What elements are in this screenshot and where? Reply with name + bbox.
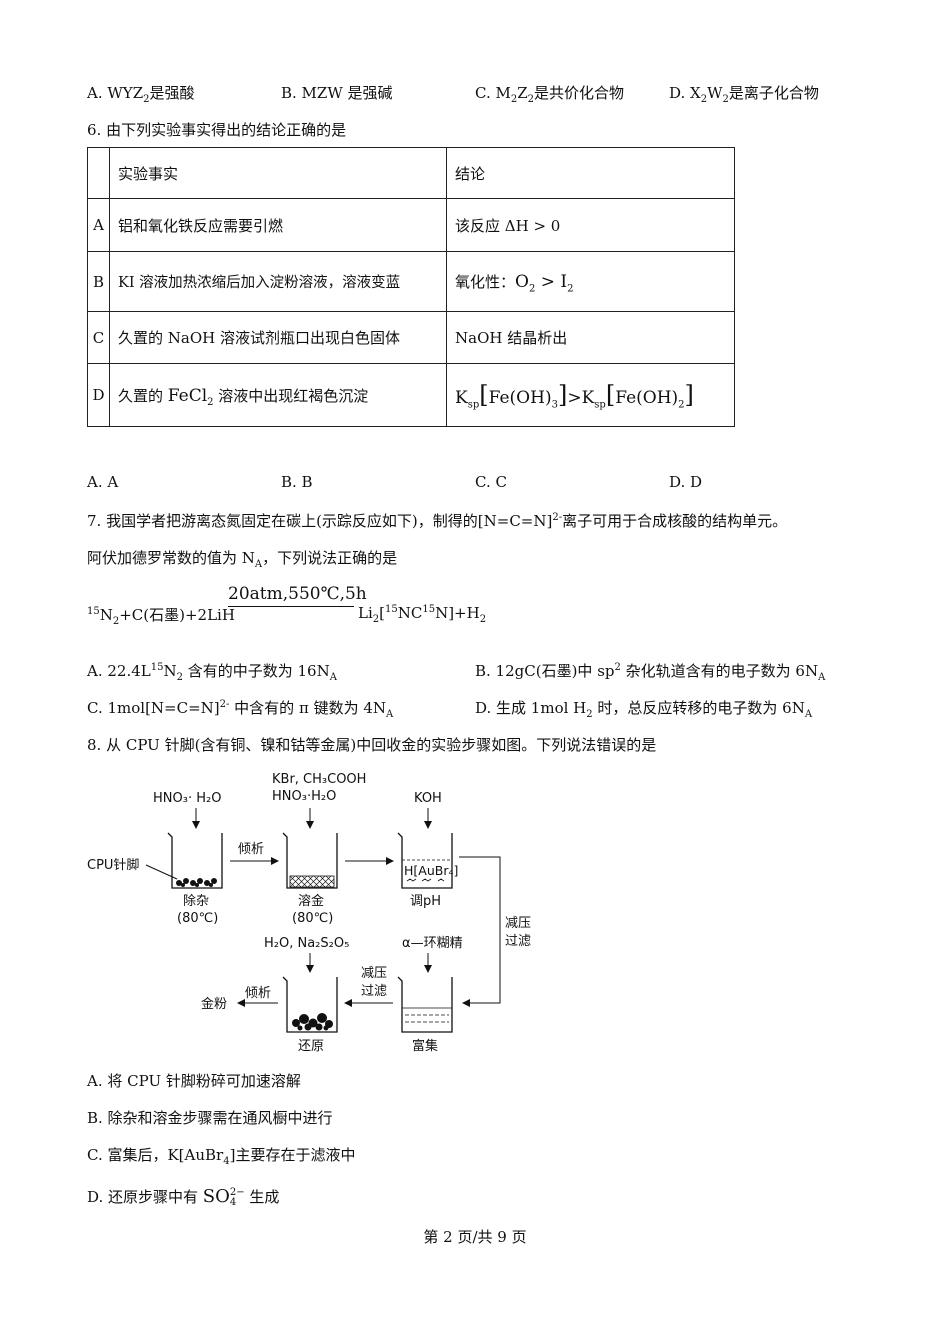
q7-option-d: D. 生成 1mol H2 时，总反应转移的电子数为 6NA [475, 699, 813, 720]
reagent-2b-label: HNO₃·H₂O [272, 789, 336, 804]
q7-option-c: C. 1mol[N=C=N]2- 中含有的 π 键数为 4NA [87, 699, 394, 720]
gold-powder-label: 金粉 [201, 996, 227, 1012]
equation-left: 15N2+C(石墨)+2LiH [87, 606, 235, 627]
row-conclusion: Ksp[Fe(OH)3]>Ksp[Fe(OH)2] [446, 363, 735, 427]
page-footer: 第 2 页/共 9 页 [423, 1228, 527, 1246]
row-fact: 久置的 NaOH 溶液试剂瓶口出现白色固体 [109, 311, 447, 364]
beaker-4 [282, 976, 338, 1033]
q7-option-b: B. 12gC(石墨)中 sp2 杂化轨道含有的电子数为 6NA [475, 662, 826, 683]
vacuum-filter-1b: 过滤 [505, 934, 531, 949]
decant-2-label: 倾析 [245, 986, 271, 1001]
q6-stem: 6. 由下列实验事实得出的结论正确的是 [87, 121, 347, 139]
gold-recovery-flow-diagram: HNO₃· H₂O KBr, CH₃COOH HNO₃·H₂O KOH CPU针… [87, 772, 531, 1054]
q6-option-c: C. C [475, 473, 507, 491]
q5-option-a: A. WYZ2是强酸 [87, 84, 195, 105]
row-label: A [87, 198, 110, 252]
cpu-label: CPU针脚 [87, 857, 139, 873]
cpu-pins [176, 878, 217, 887]
reagent-1-label: HNO₃· H₂O [153, 791, 221, 806]
q7-stem-line2: 阿伏加德罗常数的值为 NA，下列说法正确的是 [87, 549, 398, 570]
step-5-label: 富集 [412, 1038, 438, 1054]
q6-table: 实验事实 结论 A 铝和氧化铁反应需要引燃 该反应 ΔH > 0 B KI 溶液… [87, 147, 735, 427]
reagent-3-label: KOH [414, 791, 442, 806]
reagent-4-label: H₂O, Na₂S₂O₅ [264, 936, 349, 951]
vacuum-filter-2b: 过滤 [361, 984, 387, 999]
reagent-5-label: α—环糊精 [402, 935, 463, 951]
table-header-conclusion: 结论 [446, 147, 735, 199]
step-2-label: 溶金 [298, 893, 324, 909]
beaker-3 [397, 832, 453, 889]
reagent-2a-label: KBr, CH₃COOH [272, 772, 366, 787]
gold-particles [292, 1013, 333, 1031]
beaker-2 [282, 832, 338, 889]
q8-option-c: C. 富集后，K[AuBr4]主要存在于滤液中 [87, 1146, 356, 1167]
arrow-vacuum-filter-1 [459, 856, 501, 1007]
q8-option-b: B. 除杂和溶金步骤需在通风橱中进行 [87, 1109, 333, 1127]
q8-stem: 8. 从 CPU 针脚(含有铜、镍和钴等金属)中回收金的实验步骤如图。下列说法错… [87, 736, 657, 754]
reaction-condition: 20atm,550℃,5h [228, 584, 367, 604]
step-3-label: 调pH [410, 894, 441, 909]
table-header-blank [87, 147, 110, 199]
q8-option-a: A. 将 CPU 针脚粉碎可加速溶解 [87, 1072, 301, 1090]
step-1-label: 除杂 [183, 894, 209, 909]
decant-1-label: 倾析 [238, 842, 264, 857]
q5-option-c: C. M2Z2是共价化合物 [475, 84, 625, 105]
row-label: D [87, 363, 110, 427]
row-conclusion: 该反应 ΔH > 0 [446, 198, 735, 252]
q7-option-a: A. 22.4L15N2 含有的中子数为 16NA [87, 662, 337, 683]
q5-option-d: D. X2W2是离子化合物 [669, 84, 819, 105]
row-conclusion: 氧化性：O2 > I2 [446, 251, 735, 312]
row-label: C [87, 311, 110, 364]
q6-option-a: A. A [87, 473, 119, 491]
row-conclusion: NaOH 结晶析出 [446, 311, 735, 364]
reaction-arrow-line [228, 606, 354, 607]
cpu-pointer [145, 864, 178, 880]
q5-option-b: B. MZW 是强碱 [281, 84, 393, 102]
q6-option-b: B. B [281, 473, 313, 491]
step-4-label: 还原 [298, 1039, 324, 1054]
beaker-5 [397, 976, 453, 1033]
step-2-temp: (80℃) [292, 911, 333, 926]
q7-stem-line1: 7. 我国学者把游离态氮固定在碳上(示踪反应如下)，制得的[N=C=N]2-离子… [87, 512, 788, 530]
step-1-temp: (80℃) [177, 911, 218, 926]
beaker-1 [167, 832, 223, 889]
gold-sediment [289, 875, 335, 888]
row-fact: 久置的 FeCl2 溶液中出现红褐色沉淀 [109, 363, 447, 427]
row-label: B [87, 251, 110, 312]
row-fact: 铝和氧化铁反应需要引燃 [109, 198, 447, 252]
q6-option-d: D. D [669, 473, 703, 491]
row-fact: KI 溶液加热浓缩后加入淀粉溶液，溶液变蓝 [109, 251, 447, 312]
vacuum-filter-2a: 减压 [361, 966, 387, 981]
table-header-fact: 实验事实 [109, 147, 447, 199]
equation-right: Li2[15NC15N]+H2 [358, 604, 487, 625]
solution-3-label: H[AuBr₄] [404, 863, 458, 878]
vacuum-filter-1a: 减压 [505, 916, 531, 931]
